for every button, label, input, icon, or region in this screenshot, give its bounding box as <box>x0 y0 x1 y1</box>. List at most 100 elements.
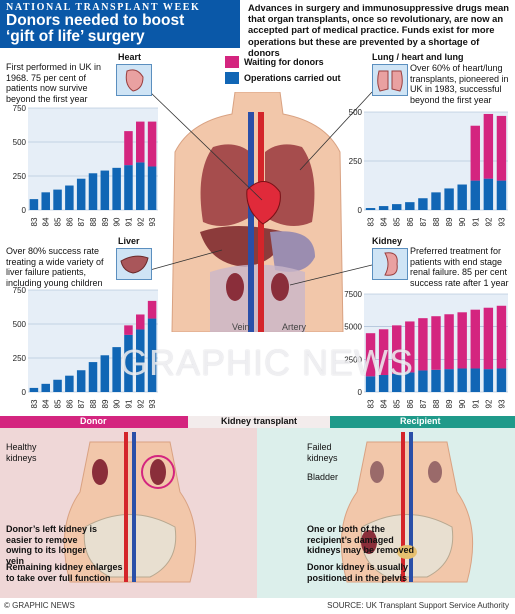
lung-bar-operations <box>392 204 402 210</box>
heart-bar-operations <box>136 162 145 210</box>
liver-bar-operations <box>53 379 62 392</box>
liver-bar-operations <box>41 383 50 392</box>
page-title: Donors needed to boost ‘gift of life’ su… <box>6 13 184 45</box>
kidney-xtick-label: 86 <box>406 399 415 408</box>
lung-xtick-label: 86 <box>406 217 415 226</box>
donor-note-2: Remaining kidney enlarges to take over f… <box>6 562 123 583</box>
liver-bar-operations <box>136 329 145 392</box>
lung-bar-operations <box>418 198 428 210</box>
liver-xtick-label: 85 <box>54 399 63 408</box>
lung-xtick-label: 83 <box>367 217 376 226</box>
lung-xtick-label: 90 <box>458 217 467 226</box>
liver-bar-operations <box>100 355 110 392</box>
kidney-bar-waiting <box>470 309 480 369</box>
right-kidney-organ <box>271 273 289 301</box>
liver-bar-operations <box>76 370 86 392</box>
legend-operations-label: Operations carried out <box>244 73 341 83</box>
lung-xtick-label: 87 <box>419 217 428 226</box>
lung-xtick-label: 85 <box>393 217 402 226</box>
kidney-bar-waiting <box>457 312 467 369</box>
kidney-bar-waiting <box>418 318 428 371</box>
lung-bar-operations <box>444 188 454 210</box>
kidney-bar-waiting <box>378 329 389 376</box>
kidney-ytick-label: 2500 <box>344 355 362 364</box>
lung-bar-operations <box>378 206 389 210</box>
kidney-bar-waiting <box>444 314 454 370</box>
heart-xtick-label: 86 <box>65 217 74 226</box>
legend-operations: Operations carried out <box>225 70 341 86</box>
lung-bar-operations <box>483 178 494 210</box>
heart-organ <box>246 181 281 225</box>
lung-xtick-label: 84 <box>380 217 389 226</box>
donor-label: Donor <box>80 416 107 426</box>
heart-bar-operations <box>147 166 157 210</box>
kidney-bar-operations <box>483 369 494 392</box>
left-lung <box>200 144 250 226</box>
lung-bar-operations <box>365 208 376 210</box>
header-banner: NATIONAL TRANSPLANT WEEK Donors needed t… <box>0 0 240 48</box>
operations-swatch <box>225 72 239 84</box>
legend-waiting-label: Waiting for donors <box>244 57 324 67</box>
heart-bar-operations <box>112 167 121 210</box>
lung-xtick-label: 91 <box>471 217 480 226</box>
kidney-bar-waiting <box>431 316 441 370</box>
legend: Waiting for donors Operations carried ou… <box>225 54 341 86</box>
liver-bar-operations <box>65 375 74 392</box>
kidney-callout-line <box>289 264 373 286</box>
liver-bar-operations <box>29 387 39 392</box>
heart-ytick-label: 250 <box>13 172 27 181</box>
liver-ytick-label: 750 <box>13 286 27 295</box>
kidney-xtick-label: 93 <box>497 399 506 408</box>
kidney-bar-operations <box>444 369 454 392</box>
heart-ytick-label: 750 <box>13 104 27 113</box>
kidney-bar-waiting <box>405 321 415 373</box>
kidney-xtick-label: 88 <box>432 399 441 408</box>
heart-xtick-label: 85 <box>54 217 63 226</box>
recipient-note-1: One or both of the recipient’s damaged k… <box>307 524 415 556</box>
kidney-glyph <box>384 252 398 276</box>
bladder-label: Bladder <box>307 472 339 482</box>
heart-xtick-label: 89 <box>101 217 110 226</box>
liver-xtick-label: 84 <box>42 399 51 408</box>
kidney-bar-operations <box>392 373 402 392</box>
heart-bar-operations <box>29 199 39 210</box>
heart-xtick-label: 91 <box>124 217 133 226</box>
liver-bar-operations <box>88 362 98 392</box>
lung-callout-line <box>299 91 373 171</box>
lung-xtick-label: 92 <box>484 217 493 226</box>
kidney-xtick-label: 91 <box>471 399 480 408</box>
liver-xtick-label: 90 <box>113 399 122 408</box>
kidney-ytick-label: 5000 <box>344 323 362 332</box>
kidney-transplant-label: Kidney transplant <box>220 416 297 426</box>
vein-label: Vein <box>232 322 250 332</box>
recipient-pelvis-illustration <box>340 432 474 583</box>
failed-kidneys-label: Failed kidneys <box>307 442 338 463</box>
lung-xtick-label: 89 <box>445 217 454 226</box>
source: SOURCE: UK Transplant Support Service Au… <box>327 601 509 610</box>
heart-xtick-label: 83 <box>30 217 39 226</box>
kidney-bar-operations <box>431 369 441 392</box>
recipient-label: Recipient <box>400 416 441 426</box>
heart-ytick-label: 500 <box>13 138 27 147</box>
liver-xtick-label: 88 <box>89 399 98 408</box>
title-line-2: ‘gift of life’ surgery <box>6 28 145 45</box>
heart-bar-operations <box>88 173 98 210</box>
donor-band: Donor <box>0 416 188 428</box>
recipient-band: Recipient <box>330 416 515 428</box>
torso-illustration <box>171 92 344 332</box>
liver-title: Liver <box>118 236 140 246</box>
recipient-section: Failed kidneys Bladder One or both of th… <box>257 428 515 598</box>
lung-bar-operations <box>405 202 415 210</box>
lung-title: Lung / heart and lung <box>372 52 464 62</box>
lung-xtick-label: 88 <box>432 217 441 226</box>
kidney-bar-waiting <box>483 307 494 370</box>
heart-note: First performed in UK in 1968. 75 per ce… <box>6 62 102 104</box>
heart-bar-waiting <box>147 121 157 167</box>
heart-bar-operations <box>41 192 50 210</box>
kidney-bar-operations <box>470 368 480 392</box>
heart-xtick-label: 88 <box>89 217 98 226</box>
lung-note: Over 60% of heart/lung transplants, pion… <box>410 63 509 105</box>
